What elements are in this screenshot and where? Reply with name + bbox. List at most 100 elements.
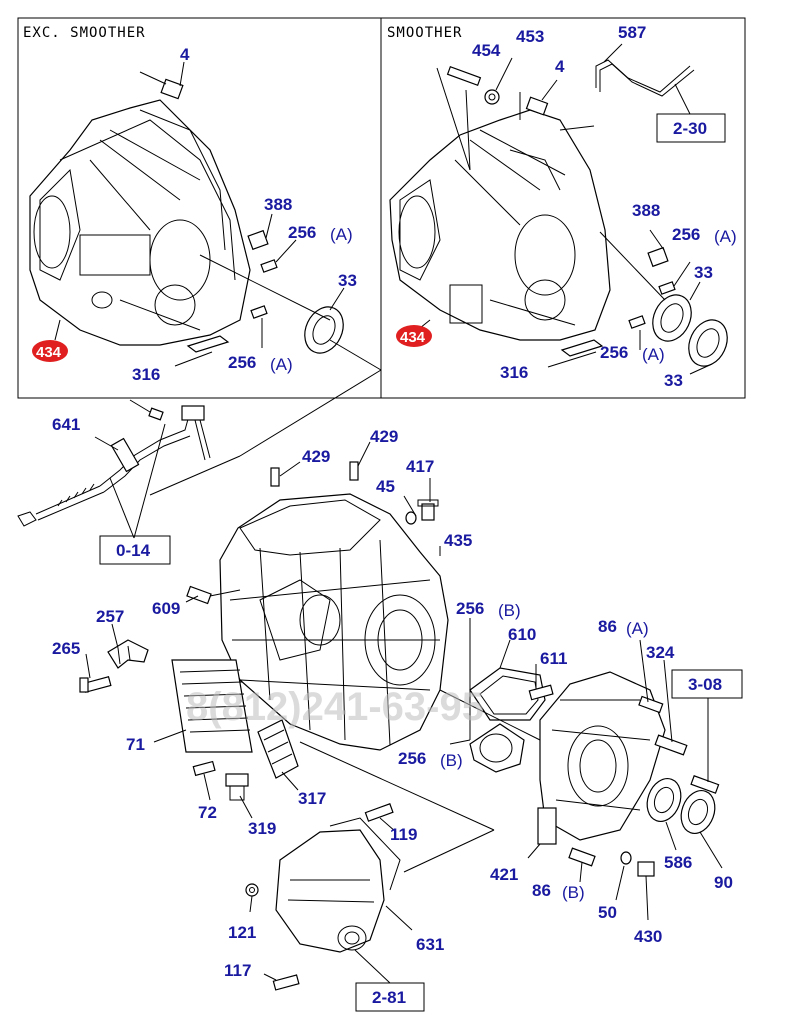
- bolt-86b: [568, 847, 596, 867]
- callout-257: 257: [96, 607, 124, 626]
- callout-316-left: 316: [132, 365, 160, 384]
- nut-453: [484, 89, 500, 105]
- callout-417: 417: [406, 457, 434, 476]
- bolt-454: [446, 65, 482, 87]
- bolt-609: [186, 585, 212, 605]
- dowel-256a-right-top: [658, 281, 676, 295]
- highlight-434-left: [32, 340, 68, 362]
- fitting-324: [654, 734, 688, 756]
- sensor-641: [17, 399, 211, 527]
- callout-388-left: 388: [264, 195, 292, 214]
- callout-86-b: 86: [532, 881, 551, 900]
- part-388-left: [247, 229, 269, 251]
- callout-256-b-bot-suffix: (B): [440, 751, 463, 770]
- bolt-4-right: [525, 96, 549, 116]
- ref-box-2-30: [656, 113, 726, 143]
- oring-45: [405, 511, 417, 525]
- ref-2-30: 2-30: [673, 119, 707, 138]
- callout-256-right-bot: 256: [600, 343, 628, 362]
- callout-317: 317: [298, 789, 326, 808]
- dowel-256a-left-bot: [250, 305, 268, 319]
- bolt-611: [528, 684, 554, 701]
- leaders-right-panel: [419, 43, 713, 375]
- leaders-left-panel: [54, 61, 382, 371]
- callout-256-b-top: 256: [456, 599, 484, 618]
- transmission-case: [219, 493, 449, 751]
- leaders-641: [94, 369, 382, 539]
- leaders-main: [85, 441, 723, 984]
- pto-assembly: [275, 817, 401, 953]
- callout-434-right: 434: [400, 329, 426, 346]
- callout-256-b-bot: 256: [398, 749, 426, 768]
- callout-4-right: 4: [555, 57, 565, 76]
- seal-33-right-top: [652, 294, 692, 342]
- plate-316-left: [186, 335, 230, 353]
- callout-631: 631: [416, 935, 444, 954]
- clutch-housing-left: [29, 99, 251, 346]
- seal-33-right-bot: [688, 319, 728, 367]
- callout-256-b-top-suffix: (B): [498, 601, 521, 620]
- stud-119: [364, 803, 394, 822]
- seal-90: [680, 790, 716, 834]
- callout-90: 90: [714, 873, 733, 892]
- dowel-256a-left-top: [260, 259, 278, 273]
- bolt-117: [272, 974, 300, 991]
- callout-33-right-bot: 33: [664, 371, 683, 390]
- highlight-434-right: [396, 325, 432, 347]
- callout-121: 121: [228, 923, 256, 942]
- callout-429-left: 429: [302, 447, 330, 466]
- nut-121: [245, 883, 259, 897]
- cover-317: [257, 719, 299, 779]
- bolt-417: [417, 499, 439, 521]
- callout-117: 117: [224, 961, 251, 980]
- callout-435: 435: [444, 531, 472, 550]
- highlight-marker-left: [32, 340, 68, 362]
- clutch-housing-right: [389, 109, 611, 341]
- callout-256-right-top: 256: [672, 225, 700, 244]
- callout-256-right-top-suffix: (A): [714, 227, 737, 246]
- callout-610: 610: [508, 625, 536, 644]
- callout-256-left-top-suffix: (A): [330, 225, 353, 244]
- stud-3-08: [690, 775, 720, 794]
- bolt-319: [225, 773, 249, 801]
- bolt-86a: [638, 695, 664, 714]
- dowel-256a-right-bot: [628, 315, 646, 329]
- ref-box-0-14: [99, 535, 171, 565]
- callout-319: 319: [248, 819, 276, 838]
- top-panels-frame: [17, 17, 746, 399]
- callout-256-right-bot-suffix: (A): [642, 345, 665, 364]
- bracket-257: [107, 639, 149, 669]
- callout-429-right: 429: [370, 427, 398, 446]
- right-panel-title: SMOOTHER: [387, 25, 462, 41]
- callout-609: 609: [152, 599, 180, 618]
- callout-119: 119: [390, 825, 417, 844]
- callout-587: 587: [618, 23, 646, 42]
- callout-86-a: 86: [598, 617, 617, 636]
- callout-611: 611: [540, 649, 567, 668]
- callout-641: 641: [52, 415, 80, 434]
- bolt-430: [637, 861, 655, 877]
- callout-72: 72: [198, 803, 217, 822]
- callout-388-right: 388: [632, 201, 660, 220]
- callout-421: 421: [490, 865, 518, 884]
- cover-71: [171, 659, 253, 753]
- callout-453: 453: [516, 27, 544, 46]
- callout-265: 265: [52, 639, 80, 658]
- highlight-marker-right: [396, 325, 432, 347]
- callout-316-right: 316: [500, 363, 528, 382]
- ref-box-3-08: [671, 669, 743, 699]
- callout-71: 71: [126, 735, 145, 754]
- callout-33-right-top: 33: [694, 263, 713, 282]
- ring-586: [646, 778, 682, 822]
- callout-86-a-suffix: (A): [626, 619, 649, 638]
- callout-430: 430: [634, 927, 662, 946]
- callout-256-left-top: 256: [288, 223, 316, 242]
- callout-4-left: 4: [180, 45, 190, 64]
- callout-33-left: 33: [338, 271, 357, 290]
- callout-86-b-suffix: (B): [562, 883, 585, 902]
- part-388-right: [647, 246, 669, 268]
- seal-33-left: [304, 306, 344, 354]
- ref-0-14: 0-14: [116, 541, 151, 560]
- gasket-256b: [469, 723, 525, 773]
